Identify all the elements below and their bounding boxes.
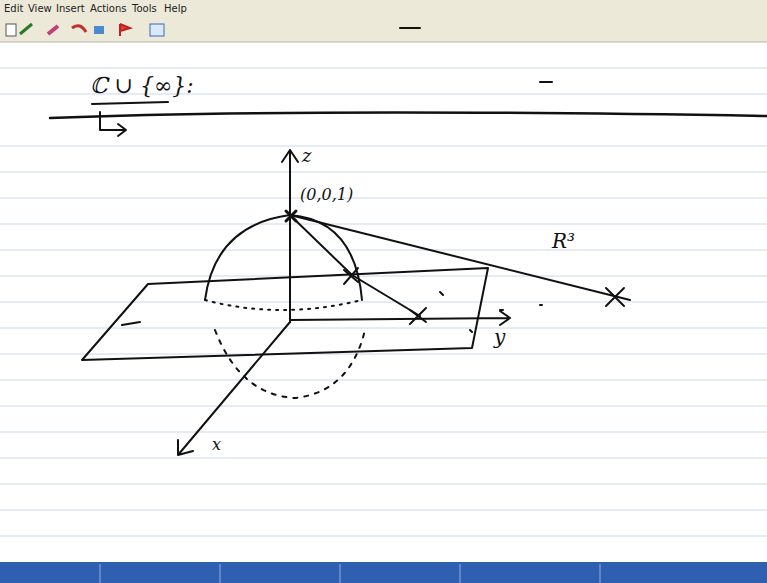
ink-sketch [50,28,767,455]
menu-item: Actions [90,3,127,14]
axis-label: z [302,146,311,166]
set-label: ℂ ∪ {∞}: [90,74,194,98]
toolbar [0,0,767,42]
axis-label: x [212,436,221,454]
menu-item: Insert [56,3,85,14]
menu-item: View [28,3,52,14]
space-label: R³ [552,230,575,252]
toolbar-edge [0,42,767,43]
taskbar-dividers [100,564,600,583]
taskbar [0,562,767,583]
point-label: (0,0,1) [300,186,353,204]
axis-label: y [494,326,505,348]
paper-rules [0,68,767,536]
menu-item: Tools [132,3,157,14]
menu-item: Edit [4,3,23,14]
toolbar-icons [6,24,164,36]
menu-item: Help [164,3,187,14]
